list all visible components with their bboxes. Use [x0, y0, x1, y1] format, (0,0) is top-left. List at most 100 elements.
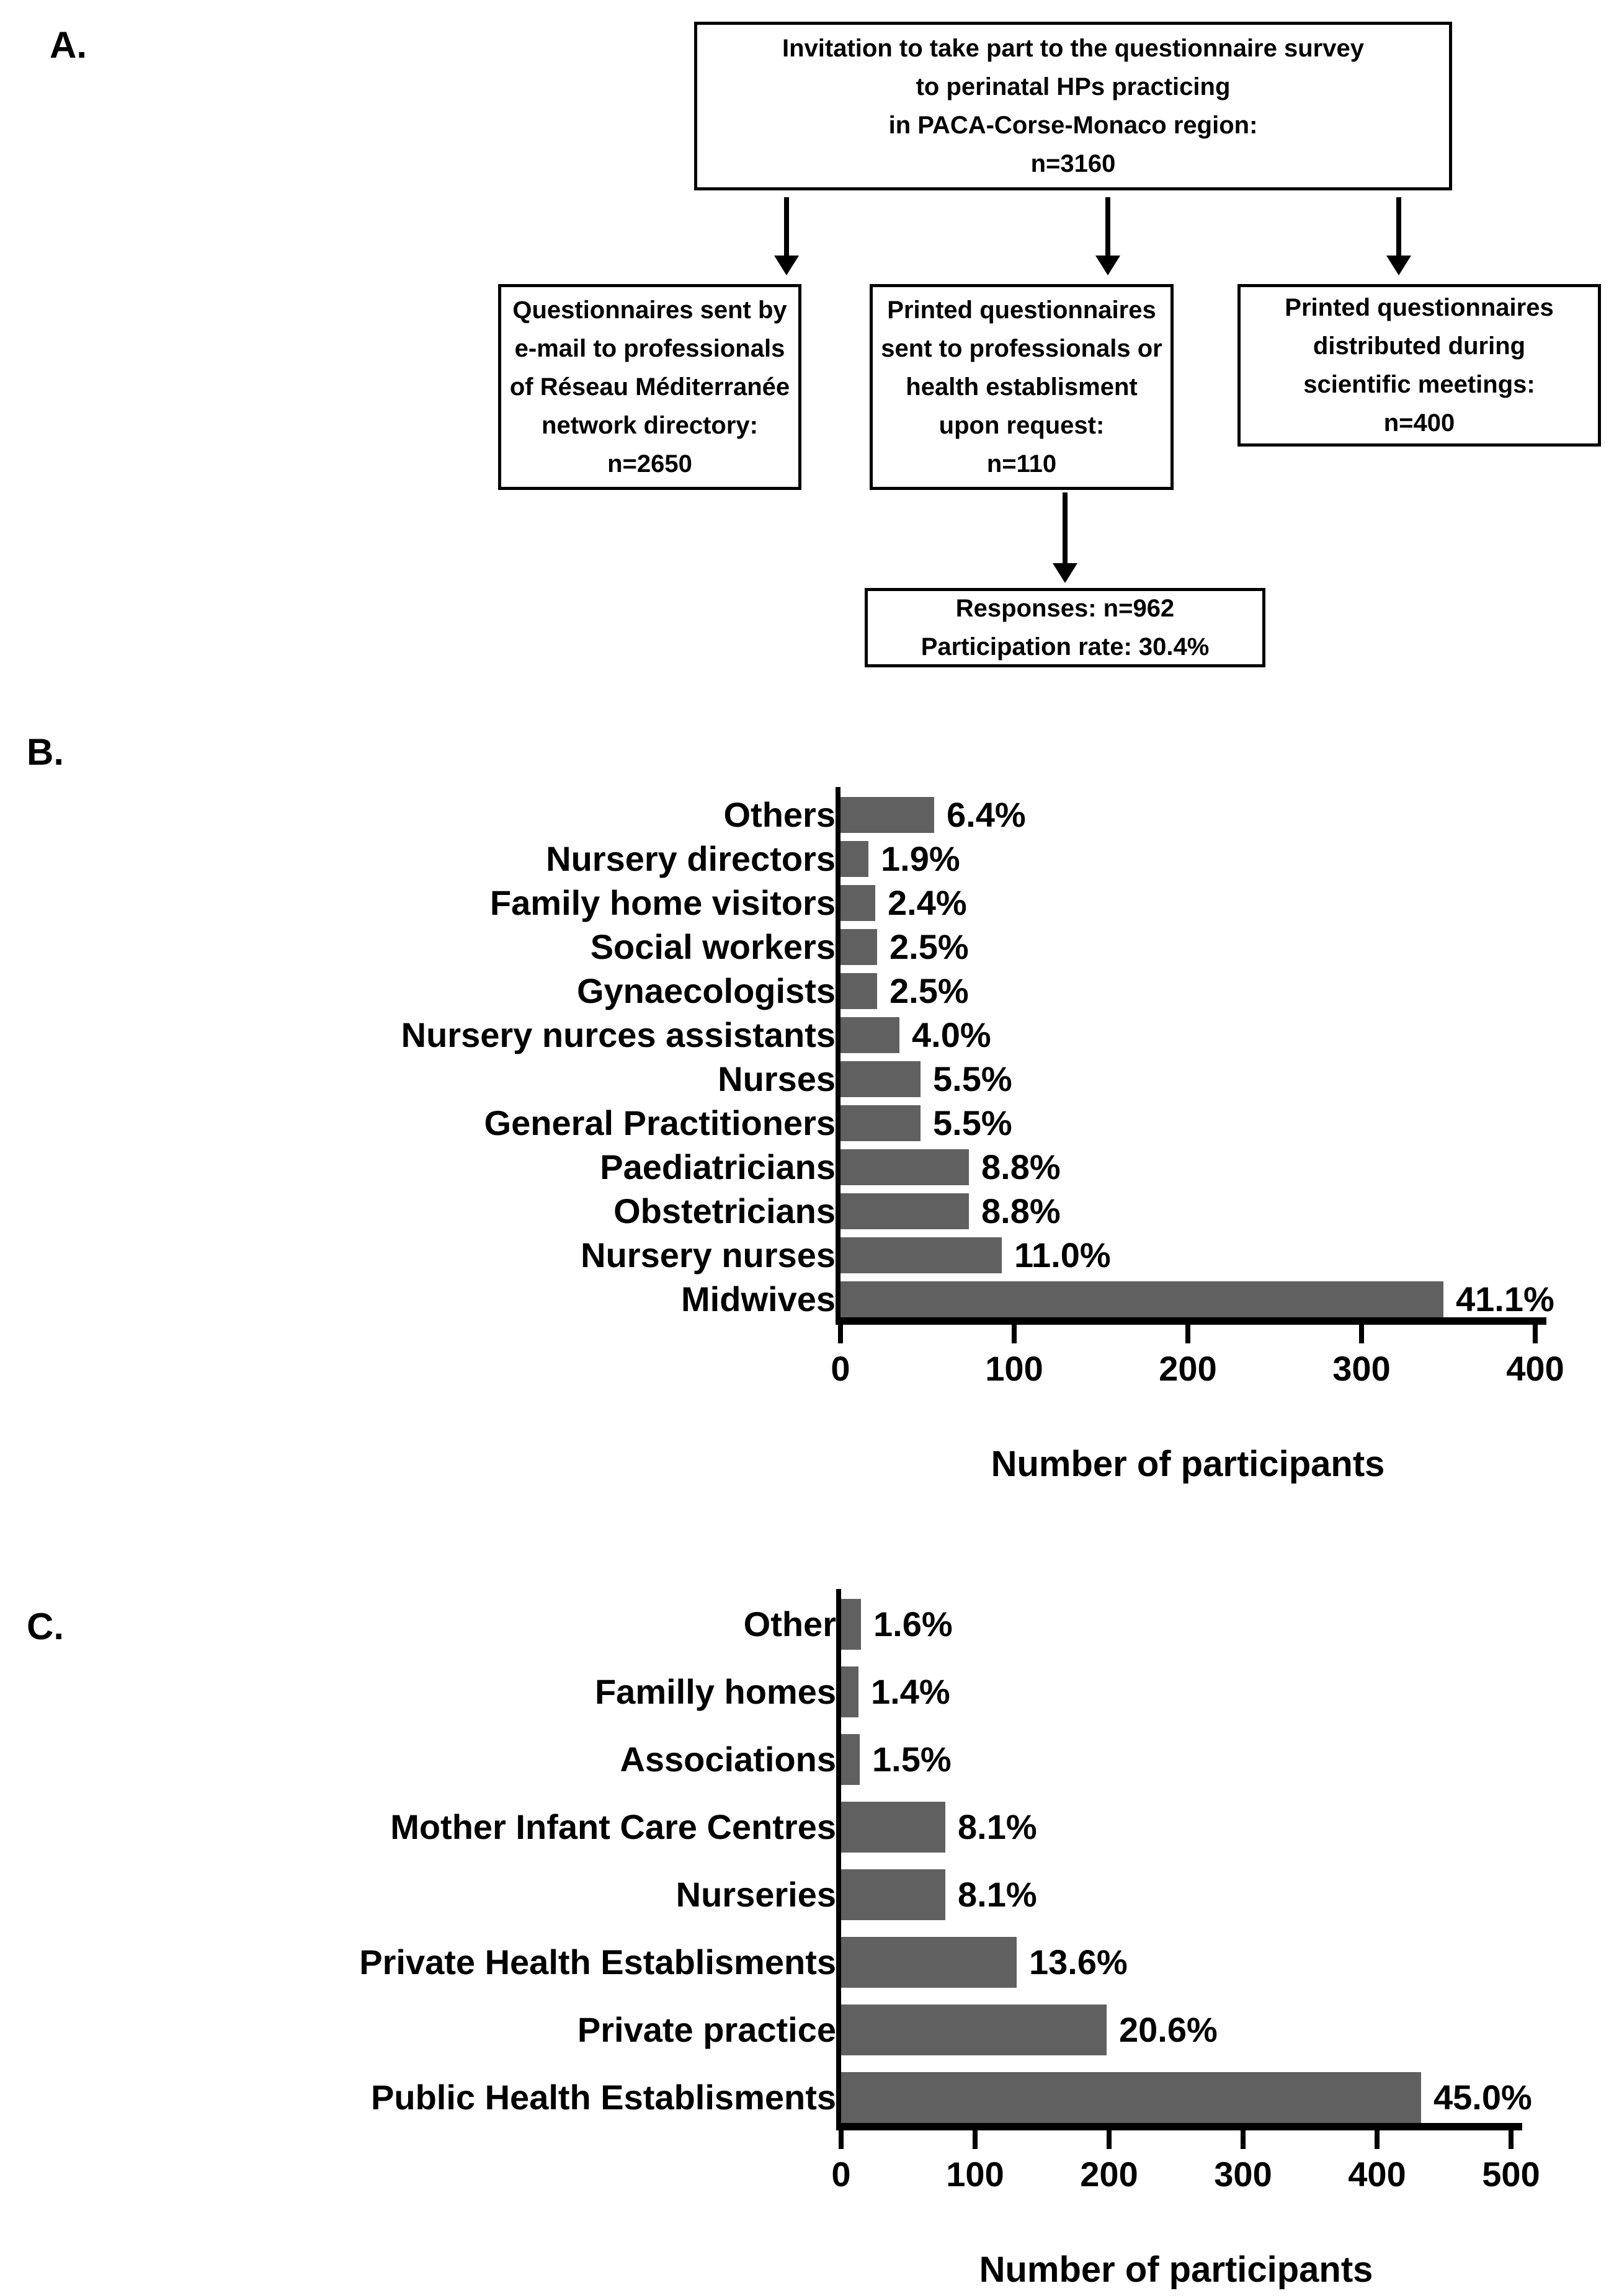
axis-tick — [1241, 2130, 1246, 2149]
value-label: 41.1% — [1456, 1279, 1554, 1319]
y-axis-line — [836, 787, 840, 1325]
bar — [840, 1149, 969, 1185]
box-text-line: n=3160 — [1030, 150, 1116, 177]
axis-tick-label: 400 — [1506, 1349, 1564, 1388]
axis-tick — [838, 1325, 843, 1343]
axis-tick-label: 400 — [1348, 2155, 1406, 2194]
axis-tick-label: 100 — [985, 1349, 1043, 1388]
value-label: 1.4% — [871, 1672, 950, 1711]
box-text-line: to perinatal HPs practicing — [916, 73, 1231, 100]
value-label: 8.8% — [981, 1191, 1061, 1230]
panel-c-label: C. — [27, 1606, 64, 1647]
category-label: Obstetricians — [613, 1191, 836, 1230]
category-label: Nursery directors — [546, 839, 836, 878]
value-label: 2.4% — [888, 883, 967, 922]
value-label: 5.5% — [933, 1059, 1012, 1098]
bar — [840, 1061, 921, 1097]
value-label: 20.6% — [1119, 2010, 1218, 2049]
category-label: Others — [723, 795, 836, 834]
box-text-line: Participation rate: 30.4% — [921, 633, 1210, 661]
bar — [841, 1734, 860, 1785]
axis-tick — [1533, 1325, 1538, 1343]
box-text-line: Questionnaires sent by — [512, 296, 787, 324]
value-label: 8.8% — [981, 1147, 1061, 1186]
box-text-line: Printed questionnaires — [887, 296, 1156, 324]
box-text-line: scientific meetings: — [1303, 371, 1535, 398]
bar — [841, 1937, 1017, 1988]
value-label: 5.5% — [933, 1103, 1012, 1142]
flow-arrow-down-icon — [774, 197, 799, 275]
axis-tick — [839, 2130, 844, 2149]
category-label: Familly homes — [594, 1672, 836, 1711]
axis-title: Number of participants — [991, 1444, 1385, 1484]
box-text-line: Printed questionnaires — [1285, 294, 1554, 321]
category-label: Midwives — [681, 1279, 836, 1319]
category-label: Nursery nurces assistants — [401, 1015, 836, 1054]
axis-tick-label: 200 — [1159, 1349, 1217, 1388]
bar — [841, 2005, 1107, 2055]
box-text-line: n=2650 — [607, 450, 692, 478]
box-text-line: health establisment — [906, 373, 1138, 401]
flowchart-email-box: Questionnaires sent by e-mail to profess… — [498, 284, 801, 490]
category-label: Social workers — [590, 927, 836, 966]
category-label: Private Health Establisments — [359, 1942, 836, 1982]
axis-tick-label: 100 — [946, 2155, 1004, 2194]
box-text-line: sent to professionals or — [881, 335, 1162, 362]
bar — [840, 797, 934, 833]
axis-tick — [1509, 2130, 1514, 2149]
bar — [840, 841, 868, 877]
bar — [840, 929, 877, 965]
flowchart-printed-request-box: Printed questionnaires sent to professio… — [870, 284, 1174, 490]
bar — [840, 1193, 969, 1229]
value-label: 11.0% — [1014, 1235, 1111, 1275]
box-text-line: distributed during — [1313, 332, 1526, 360]
box-text-line: Invitation to take part to the questionn… — [782, 35, 1364, 62]
axis-tick-label: 500 — [1482, 2155, 1540, 2194]
category-label: Public Health Establisments — [371, 2078, 836, 2117]
axis-tick — [1185, 1325, 1190, 1343]
axis-tick-label: 0 — [831, 2155, 851, 2194]
category-label: General Practitioners — [484, 1103, 836, 1142]
value-label: 1.6% — [873, 1604, 953, 1644]
bar — [841, 2072, 1421, 2123]
box-text-line: n=110 — [986, 450, 1057, 478]
value-label: 1.9% — [881, 839, 960, 878]
flowchart-responses-box: Responses: n=962 Participation rate: 30.… — [865, 588, 1265, 667]
category-label: Family home visitors — [489, 883, 836, 922]
bar — [841, 1599, 861, 1650]
panel-b-label: B. — [27, 731, 64, 773]
box-text-line: Responses: n=962 — [955, 595, 1175, 622]
axis-tick — [1107, 2130, 1112, 2149]
flow-arrow-down-icon — [1095, 197, 1120, 275]
category-label: Nurseries — [675, 1875, 836, 1914]
axis-tick-label: 300 — [1332, 1349, 1391, 1388]
category-label: Mother Infant Care Centres — [390, 1807, 836, 1846]
bar — [840, 1237, 1002, 1273]
axis-tick-label: 0 — [831, 1349, 850, 1388]
flow-arrow-down-icon — [1386, 197, 1411, 275]
flowchart-invitation-box: Invitation to take part to the questionn… — [694, 22, 1452, 190]
axis-title: Number of participants — [979, 2249, 1373, 2290]
value-label: 8.1% — [958, 1875, 1037, 1914]
axis-tick — [1012, 1325, 1017, 1343]
axis-tick — [973, 2130, 978, 2149]
bar — [841, 1869, 945, 1920]
box-text-line: e-mail to professionals — [514, 335, 785, 362]
bar — [840, 973, 877, 1009]
axis-tick-label: 300 — [1214, 2155, 1272, 2194]
category-label: Associations — [620, 1740, 836, 1779]
value-label: 4.0% — [912, 1015, 991, 1054]
x-axis-line — [836, 1317, 1546, 1325]
value-label: 1.5% — [872, 1740, 952, 1779]
bar — [840, 1105, 921, 1141]
bar — [841, 1666, 858, 1717]
category-label: Other — [743, 1604, 836, 1644]
x-axis-line — [836, 2123, 1522, 2130]
panel-a-label: A. — [50, 24, 87, 66]
bar — [840, 1017, 899, 1053]
box-text-line: of Réseau Méditerranée — [509, 373, 790, 401]
flowchart-printed-meetings-box: Printed questionnaires distributed durin… — [1237, 284, 1601, 447]
axis-tick — [1375, 2130, 1380, 2149]
category-label: Gynaecologists — [576, 971, 836, 1010]
